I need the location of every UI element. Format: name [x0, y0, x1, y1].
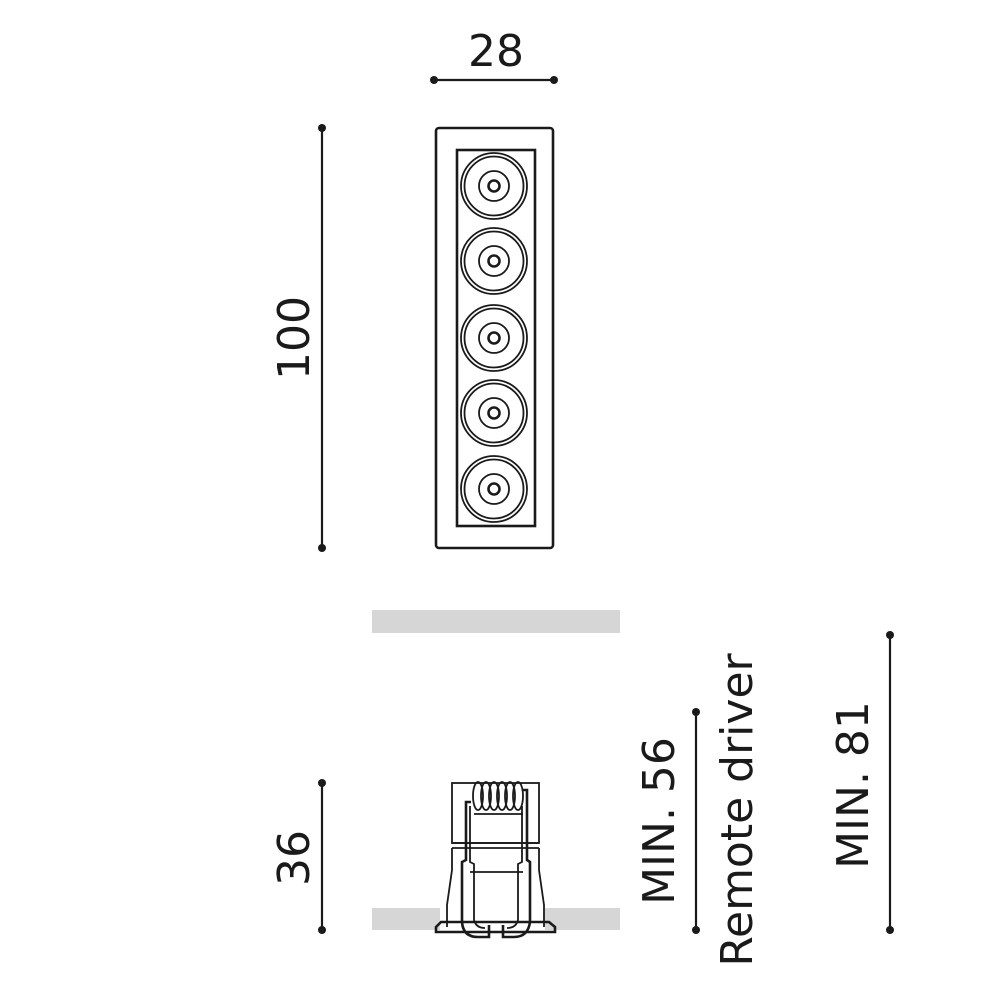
lens-icon	[460, 227, 528, 295]
dimension-endpoint-dot	[886, 631, 894, 639]
ceiling-surface-left	[372, 908, 440, 930]
dimension-endpoint-dot	[550, 76, 558, 84]
side-view: 36	[269, 610, 894, 967]
dimension-endpoint-dot	[692, 926, 700, 934]
fixture-flange	[434, 920, 557, 934]
lens-icon	[460, 455, 528, 523]
dimension-endpoint-dot	[318, 926, 326, 934]
fixture-body-right-edge	[538, 848, 545, 927]
fixture-height-dimension: 36	[269, 779, 326, 934]
fixture-height-label: 36	[269, 830, 320, 886]
fixture-inner-housing	[455, 148, 537, 528]
dimension-endpoint-dot	[318, 544, 326, 552]
dimension-endpoint-dot	[886, 926, 894, 934]
fixture-body-left-edge	[446, 848, 453, 927]
dimension-endpoint-dot	[430, 76, 438, 84]
dimension-endpoint-dot	[318, 124, 326, 132]
dimension-endpoint-dot	[318, 779, 326, 787]
lens-array	[460, 152, 528, 523]
lens-icon	[460, 379, 528, 447]
height-label: 100	[269, 296, 320, 380]
dimension-endpoint-dot	[692, 708, 700, 716]
lens-icon	[460, 152, 528, 220]
min-81-dimension: MIN. 81	[828, 631, 894, 934]
fixture-outer-frame	[434, 126, 555, 550]
min-81-label: MIN. 81	[828, 701, 879, 869]
ceiling-surface-right	[545, 908, 620, 930]
spring-coil-icon	[472, 781, 524, 815]
lens-icon	[460, 304, 528, 372]
width-label: 28	[468, 26, 524, 77]
front-view: 28 100	[269, 26, 558, 552]
upper-ceiling-slab	[372, 610, 620, 633]
spring-clip-right	[501, 788, 532, 939]
fixture-side-profile	[434, 781, 557, 939]
spring-clip-left	[460, 800, 491, 939]
height-dimension: 100	[269, 124, 326, 552]
min-56-label: MIN. 56	[634, 737, 685, 905]
remote-driver-label: Remote driver	[712, 652, 763, 966]
width-dimension: 28	[430, 26, 558, 84]
min-56-dimension: MIN. 56 Remote driver	[634, 652, 763, 966]
